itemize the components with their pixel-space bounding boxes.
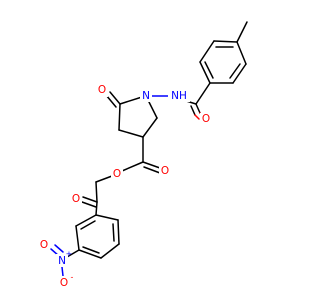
label-bg — [70, 193, 82, 206]
bond — [194, 114, 200, 120]
nitro-minus-charge: - — [71, 273, 74, 282]
bond — [119, 96, 143, 105]
bond — [199, 61, 211, 84]
bond — [213, 40, 238, 43]
nitro-oxygen-double-label: O — [40, 239, 48, 251]
bond — [118, 129, 144, 138]
label-bg — [111, 168, 123, 181]
bond — [54, 244, 64, 253]
bond — [82, 196, 98, 203]
bond — [195, 103, 201, 114]
bond-double-inner — [80, 220, 96, 230]
bond-double-inner — [112, 223, 115, 242]
atom-labels: O NH N O O O O N + O O - — [38, 84, 212, 289]
bond — [61, 266, 64, 277]
bond-double-inner — [229, 63, 241, 79]
label-bg — [96, 84, 108, 97]
bond — [121, 161, 144, 172]
bond — [118, 103, 121, 131]
pyrrolidinone-ring — [105, 91, 158, 138]
bond — [142, 161, 161, 169]
bond-double-inner — [204, 61, 214, 79]
nitro-nitrogen-label: N — [58, 255, 66, 267]
bond — [95, 201, 98, 216]
ketone-oxygen-label: O — [72, 193, 80, 205]
bond — [232, 63, 247, 84]
bond — [66, 249, 80, 258]
bond — [81, 201, 97, 208]
nitro-oxygen-minus-label: O — [60, 277, 68, 289]
nitro-plus-charge: + — [66, 250, 73, 259]
bond — [143, 166, 161, 174]
ester-oxygen-single-label: O — [113, 168, 121, 180]
amide-nh-label: NH — [171, 90, 187, 102]
bond — [117, 219, 120, 245]
label-bg — [168, 89, 190, 102]
bond — [147, 99, 158, 119]
bond — [95, 214, 119, 221]
bond — [195, 82, 211, 105]
bond — [100, 243, 120, 259]
tolyl-ring — [199, 21, 248, 84]
ring-nitrogen-label: N — [142, 90, 150, 102]
molecule-canvas: O NH N O O O O N + O O - — [38, 21, 248, 289]
bond — [199, 40, 215, 63]
bond — [190, 105, 196, 116]
bond — [75, 214, 97, 227]
bond — [142, 117, 158, 138]
label-bg — [200, 113, 212, 126]
ester-oxygen-double-label: O — [161, 165, 169, 177]
label-bg — [140, 89, 152, 102]
label-bg — [58, 276, 70, 289]
bond — [109, 91, 121, 105]
bond — [95, 175, 113, 183]
ester-group — [95, 136, 161, 183]
bond — [95, 181, 98, 203]
nitrophenyl-ring — [66, 214, 120, 259]
bond-double-inner — [82, 246, 100, 254]
methyl-bond — [236, 21, 248, 43]
bond — [75, 225, 80, 251]
molecule-structure: O NH N O O O O N + O O - — [38, 21, 248, 289]
amide-oxygen-label: O — [202, 113, 210, 125]
bond — [78, 249, 102, 259]
label-bg — [56, 254, 68, 267]
bond — [236, 41, 247, 65]
label-bg — [159, 164, 171, 177]
ketone-group — [81, 181, 98, 216]
lactam-oxygen-label: O — [98, 84, 106, 96]
label-bg — [38, 238, 50, 251]
